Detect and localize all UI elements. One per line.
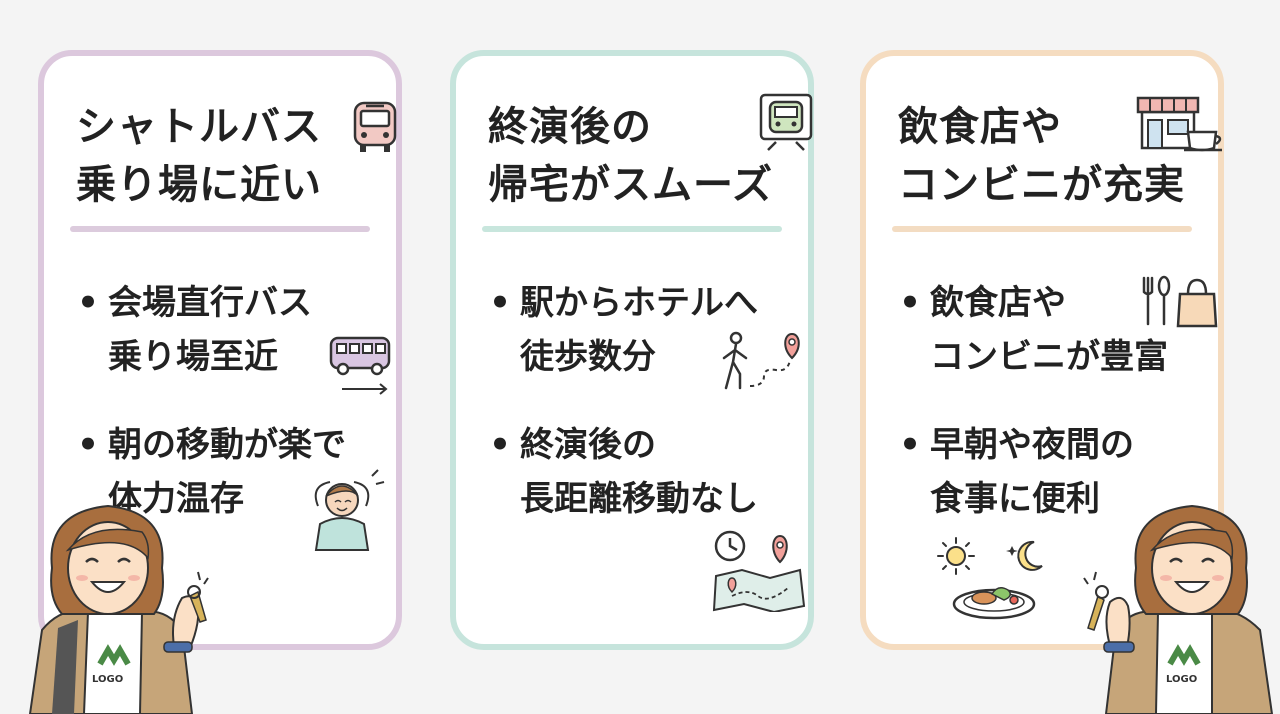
train-icon xyxy=(759,93,813,151)
bullet-mark: • xyxy=(489,283,511,323)
card-title-line: 乗り場に近い xyxy=(76,162,322,208)
bullet-line: 早朝や夜間の xyxy=(930,425,1134,465)
clock-map-icon xyxy=(712,530,806,612)
mascot-woman-left: LOGO xyxy=(28,504,209,714)
sun-moon-meal-icon xyxy=(937,537,1043,620)
mascot-woman-right: LOGO xyxy=(1083,504,1274,714)
bullet-mark: • xyxy=(77,283,99,323)
bullet-line: 長距離移動なし xyxy=(520,479,758,519)
bullet-line: 乗り場至近 xyxy=(108,337,278,377)
bullet-mark: • xyxy=(489,425,511,465)
bullet-item: • 飲食店や コンビニが豊富 xyxy=(896,276,1226,384)
bullet-line: 駅からホテルへ xyxy=(520,283,758,323)
card-smooth-return: 終演後の 帰宅がスムーズ • 駅からホテルへ 徒歩数分 • 終演後の 長距離移動… xyxy=(450,50,814,650)
bullet-line: 終演後の xyxy=(520,425,656,465)
card-divider xyxy=(892,226,1192,232)
shirt-logo: LOGO xyxy=(92,674,123,685)
card-title: シャトルバス 乗り場に近い xyxy=(76,98,356,214)
card-title: 終演後の 帰宅がスムーズ xyxy=(488,98,773,214)
card-title-line: 帰宅がスムーズ xyxy=(488,162,773,208)
card-title-line: 飲食店や xyxy=(898,104,1062,150)
bullet-item: • 朝の移動が楽で 体力温存 xyxy=(74,418,404,526)
bullet-item: • 駅からホテルへ 徒歩数分 xyxy=(486,276,816,384)
bullet-item: • 会場直行バス 乗り場至近 xyxy=(74,276,404,384)
bullet-mark: • xyxy=(899,425,921,465)
bullet-item: • 早朝や夜間の 食事に便利 xyxy=(896,418,1226,526)
relaxed-person-icon xyxy=(314,469,385,551)
card-title: 飲食店や コンビニが充実 xyxy=(898,98,1185,214)
bus-icon xyxy=(353,101,397,152)
bullet-line: 徒歩数分 xyxy=(520,337,656,377)
bus-arrow-icon xyxy=(329,336,391,395)
card-title-line: コンビニが充実 xyxy=(898,162,1185,208)
card-divider xyxy=(482,226,782,232)
card-title-line: シャトルバス xyxy=(76,104,322,150)
walking-route-icon xyxy=(722,331,800,390)
bullet-mark: • xyxy=(899,283,921,323)
bullet-mark: • xyxy=(77,425,99,465)
bullet-line: 飲食店や xyxy=(930,283,1066,323)
cutlery-bag-icon xyxy=(1142,275,1218,328)
store-coffee-icon xyxy=(1136,96,1222,152)
bullet-line: 朝の移動が楽で xyxy=(108,425,346,465)
bullet-line: コンビニが豊富 xyxy=(930,337,1168,377)
card-title-line: 終演後の xyxy=(488,104,652,150)
card-divider xyxy=(70,226,370,232)
bullet-line: 食事に便利 xyxy=(930,479,1100,519)
bullet-line: 会場直行バス xyxy=(108,283,312,323)
shirt-logo: LOGO xyxy=(1166,674,1197,685)
bullet-item: • 終演後の 長距離移動なし xyxy=(486,418,816,526)
